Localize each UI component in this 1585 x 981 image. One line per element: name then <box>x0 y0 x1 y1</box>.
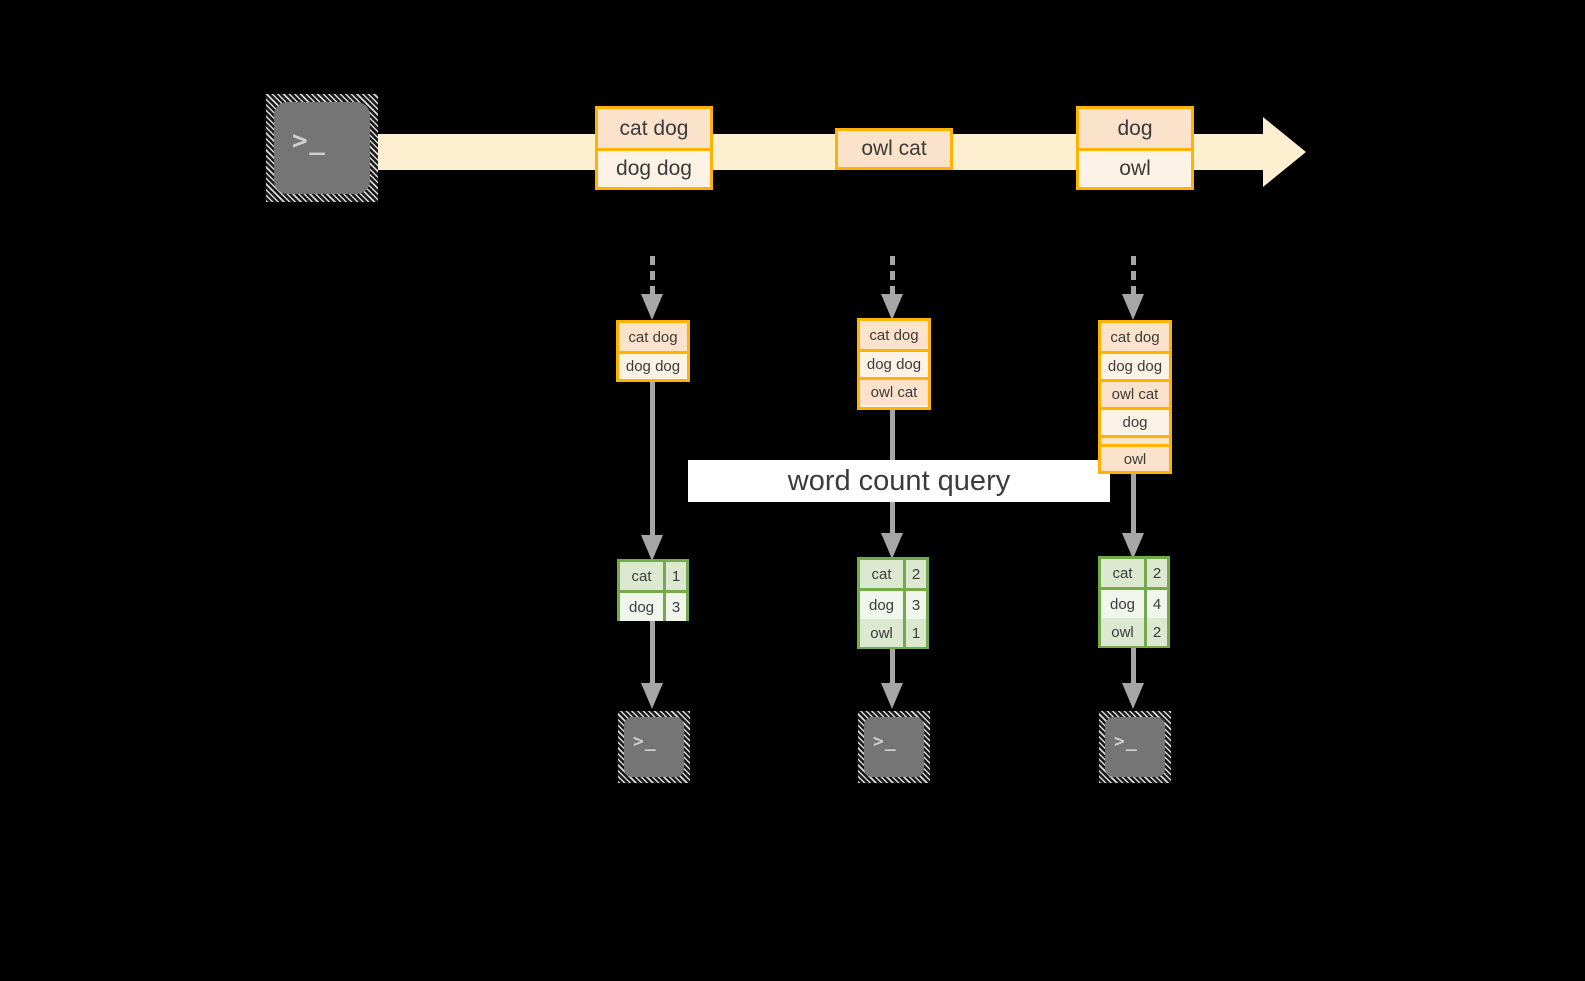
snapshot-to-result-connector <box>650 382 655 539</box>
stream-record-line: owl <box>1079 148 1191 187</box>
result-count: 1 <box>903 619 926 647</box>
result-count: 2 <box>1144 618 1167 646</box>
result-count: 2 <box>1144 559 1167 587</box>
result-row: cat 2 <box>1101 559 1167 587</box>
result-count: 3 <box>903 591 926 619</box>
result-row: dog 4 <box>1101 587 1167 618</box>
result-row: dog 3 <box>620 590 686 621</box>
snapshot-line: owl cat <box>1101 379 1169 407</box>
result-1[interactable]: cat 1 dog 3 <box>617 559 689 621</box>
stream-to-snapshot-arrowhead <box>881 294 903 320</box>
result-to-consumer-arrowhead <box>881 683 903 709</box>
result-word: owl <box>860 619 903 647</box>
result-word: dog <box>860 591 903 619</box>
consumer-terminal-icon-3[interactable]: >_ <box>1099 711 1171 783</box>
terminal-screen <box>1105 717 1165 777</box>
result-row: owl 1 <box>860 616 926 647</box>
snapshot-to-result-arrowhead <box>881 533 903 559</box>
stream-record-1[interactable]: cat dog dog dog <box>595 106 713 190</box>
stream-to-snapshot-arrowhead <box>1122 294 1144 320</box>
snapshot-line: cat dog <box>860 321 928 349</box>
result-to-consumer-connector <box>1131 648 1136 687</box>
terminal-screen <box>624 717 684 777</box>
terminal-screen <box>864 717 924 777</box>
snapshot-line: dog dog <box>860 349 928 377</box>
snapshot-to-result-connector <box>1131 474 1136 537</box>
terminal-prompt-glyph: >_ <box>633 731 657 752</box>
stream-record-line: owl cat <box>838 131 950 167</box>
result-word: dog <box>620 593 663 621</box>
snapshot-line: dog dog <box>619 351 687 379</box>
result-to-consumer-connector <box>890 649 895 687</box>
snapshot-2[interactable]: cat dog dog dog owl cat <box>857 318 931 410</box>
query-label: word count query <box>688 460 1110 502</box>
result-word: owl <box>1101 618 1144 646</box>
terminal-prompt-glyph: >_ <box>873 731 897 752</box>
result-count: 2 <box>903 560 926 588</box>
result-count: 4 <box>1144 590 1167 618</box>
snapshot-line: cat dog <box>1101 323 1169 351</box>
result-count: 1 <box>663 562 686 590</box>
snapshot-to-result-arrowhead <box>1122 533 1144 559</box>
result-word: cat <box>860 560 903 588</box>
terminal-prompt-glyph: >_ <box>292 126 327 156</box>
result-to-consumer-arrowhead <box>641 683 663 709</box>
stream-record-3[interactable]: dog owl <box>1076 106 1194 190</box>
snapshot-line: owl <box>1101 447 1169 471</box>
result-row: dog 3 <box>860 588 926 619</box>
producer-terminal-icon[interactable]: >_ <box>266 94 378 202</box>
snapshot-3-overlap-cell: owl <box>1098 444 1172 474</box>
result-row: owl 2 <box>1101 615 1167 646</box>
result-3[interactable]: cat 2 dog 4 owl 2 <box>1098 556 1170 648</box>
snapshot-line: cat dog <box>619 323 687 351</box>
stream-to-snapshot-connector <box>650 256 655 298</box>
stream-to-snapshot-connector <box>1131 256 1136 298</box>
stream-record-line: cat dog <box>598 109 710 148</box>
result-word: dog <box>1101 590 1144 618</box>
consumer-terminal-icon-2[interactable]: >_ <box>858 711 930 783</box>
event-stream-arrowhead <box>1263 117 1306 187</box>
result-2[interactable]: cat 2 dog 3 owl 1 <box>857 557 929 649</box>
stream-to-snapshot-arrowhead <box>641 294 663 320</box>
result-to-consumer-connector <box>650 621 655 687</box>
result-row: cat 1 <box>620 562 686 590</box>
stream-record-2[interactable]: owl cat <box>835 128 953 170</box>
snapshot-line: owl cat <box>860 377 928 405</box>
snapshot-to-result-arrowhead <box>641 535 663 561</box>
snapshot-1[interactable]: cat dog dog dog <box>616 320 690 382</box>
result-count: 3 <box>663 593 686 621</box>
stream-record-line: dog dog <box>598 148 710 187</box>
result-word: cat <box>1101 559 1144 587</box>
terminal-prompt-glyph: >_ <box>1114 731 1138 752</box>
stream-record-line: dog <box>1079 109 1191 148</box>
snapshot-line: dog dog <box>1101 351 1169 379</box>
result-word: cat <box>620 562 663 590</box>
terminal-screen <box>274 102 370 194</box>
result-row: cat 2 <box>860 560 926 588</box>
result-to-consumer-arrowhead <box>1122 683 1144 709</box>
snapshot-line: dog <box>1101 407 1169 435</box>
consumer-terminal-icon-1[interactable]: >_ <box>618 711 690 783</box>
stream-to-snapshot-connector <box>890 256 895 298</box>
